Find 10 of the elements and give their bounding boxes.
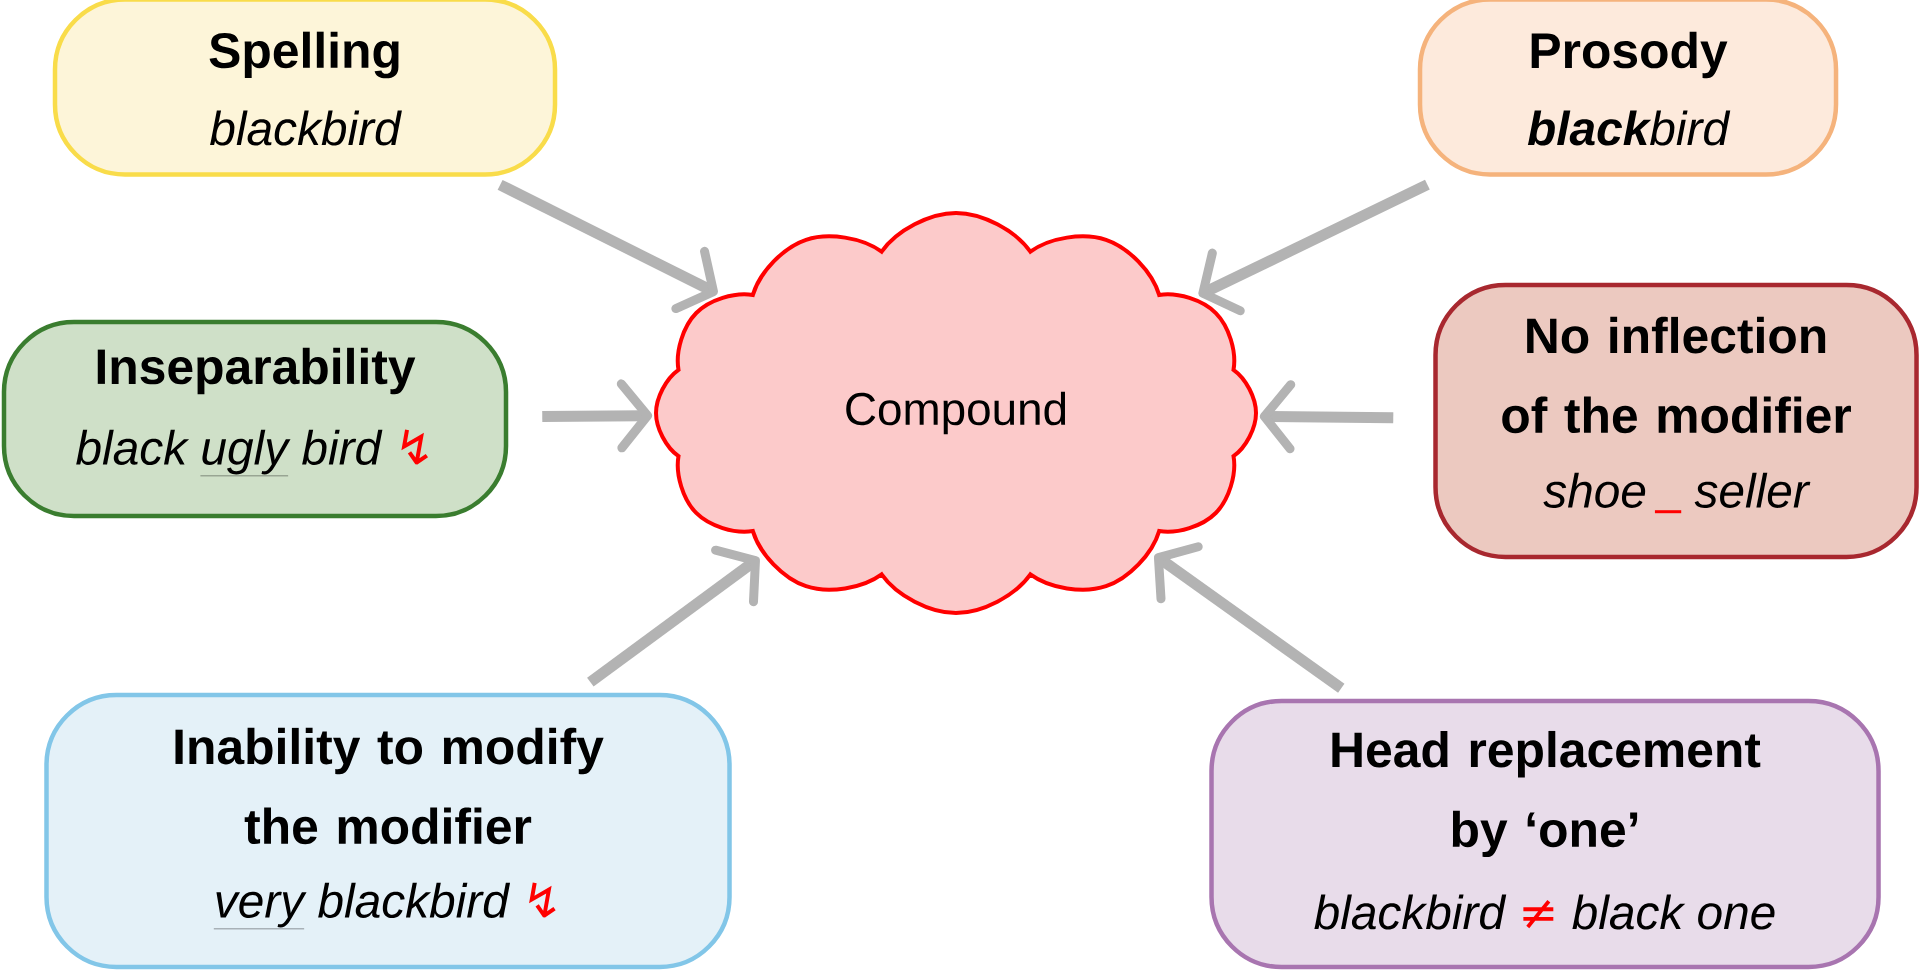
rounded-box: Inability to modify the modifier very blackbird ↯ <box>44 692 732 970</box>
rounded-box: No inflection of the modifier shoe seller <box>1433 282 1919 560</box>
rounded-box: Spelling blackbird <box>52 0 558 177</box>
arrow <box>1198 179 1430 316</box>
arrow <box>497 179 718 314</box>
rounded-box: Inseparability black ugly bird ↯ <box>1 319 509 519</box>
arrow <box>587 545 760 687</box>
arrow <box>1153 542 1345 693</box>
rounded-box: Prosody blackbird <box>1417 0 1839 177</box>
rounded-box: Head replacement by ‘one’ blackbird ≠ black one <box>1209 698 1881 970</box>
